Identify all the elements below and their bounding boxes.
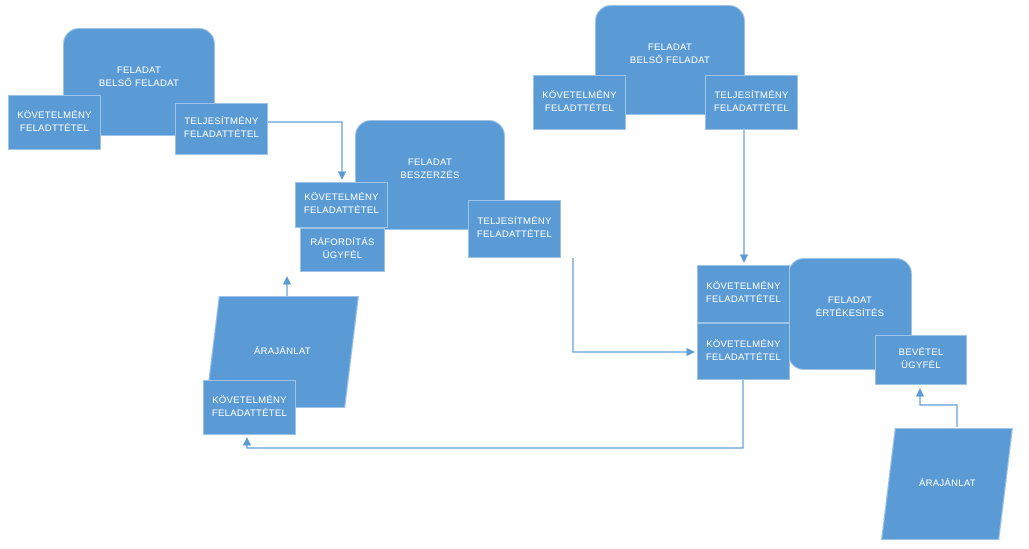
node-revenue-customer[interactable]: BEVÉTEL ÜGYFÉL	[875, 335, 967, 385]
node-label: FELADAT BELSŐ FELADAT	[98, 65, 180, 89]
node-label: KÖVETELMÉNY FELADATTÉTEL	[303, 192, 380, 216]
node-label: RÁFORDÍTÁS ÜGYFÉL	[310, 237, 375, 261]
node-label: TELJESÍTMÉNY FELADATTÉTEL	[183, 116, 260, 140]
node-label: KÖVETELMÉNY FELADTTÉTEL	[17, 109, 92, 134]
node-label: KÖVETELMÉNY FELADATTÉTEL	[705, 281, 782, 305]
node-label: BEVÉTEL ÜGYFÉL	[898, 347, 944, 371]
node-req-procurement[interactable]: KÖVETELMÉNY FELADATTÉTEL	[295, 182, 388, 228]
node-req-sales-bottom[interactable]: KÖVETELMÉNY FELADATTÉTEL	[697, 323, 790, 380]
node-quote-right[interactable]: ÁRAJÁNLAT	[881, 428, 1013, 540]
node-expense-customer[interactable]: RÁFORDÍTÁS ÜGYFÉL	[300, 228, 385, 272]
node-req-internal-right[interactable]: KÖVETELMÉNY FELADTTÉTEL	[533, 75, 626, 130]
node-label: ÁRAJÁNLAT	[918, 477, 976, 489]
node-perf-internal-right[interactable]: TELJESÍTMÉNY FELADATTÉTEL	[705, 75, 798, 130]
connector-quote-right-to-revenue-customer	[915, 388, 958, 427]
connector-perf-left-to-req-procurement	[268, 121, 347, 180]
node-perf-internal-left[interactable]: TELJESÍTMÉNY FELADATTÉTEL	[175, 103, 268, 155]
node-label: KÖVETELMÉNY FELADATTÉTEL	[211, 394, 288, 419]
node-label: KÖVETELMÉNY FELADTTÉTEL	[542, 89, 617, 114]
connector-perf-procurement-to-req-sales-bottom	[572, 258, 695, 357]
node-req-sales-top[interactable]: KÖVETELMÉNY FELADATTÉTEL	[697, 265, 790, 323]
node-label: TELJESÍTMÉNY FELADATTÉTEL	[713, 89, 790, 114]
node-req-quote-left[interactable]: KÖVETELMÉNY FELADATTÉTEL	[203, 380, 296, 435]
node-label: ÁRAJÁNLAT	[253, 345, 311, 357]
node-req-internal-left[interactable]: KÖVETELMÉNY FELADTTÉTEL	[8, 95, 101, 150]
node-label: TELJESÍTMÉNY FELADATTÉTEL	[476, 216, 553, 240]
node-perf-procurement[interactable]: TELJESÍTMÉNY FELADATTÉTEL	[468, 200, 561, 258]
node-label: FELADAT BESZERZÉS	[400, 157, 460, 181]
node-label: KÖVETELMÉNY FELADATTÉTEL	[705, 338, 782, 363]
node-task-internal-right[interactable]: FELADAT BELSŐ FELADAT	[595, 5, 745, 115]
node-label: FELADAT BELSŐ FELADAT	[629, 42, 711, 66]
node-label: FELADAT ÉRTÉKESÍTÉS	[815, 295, 885, 319]
